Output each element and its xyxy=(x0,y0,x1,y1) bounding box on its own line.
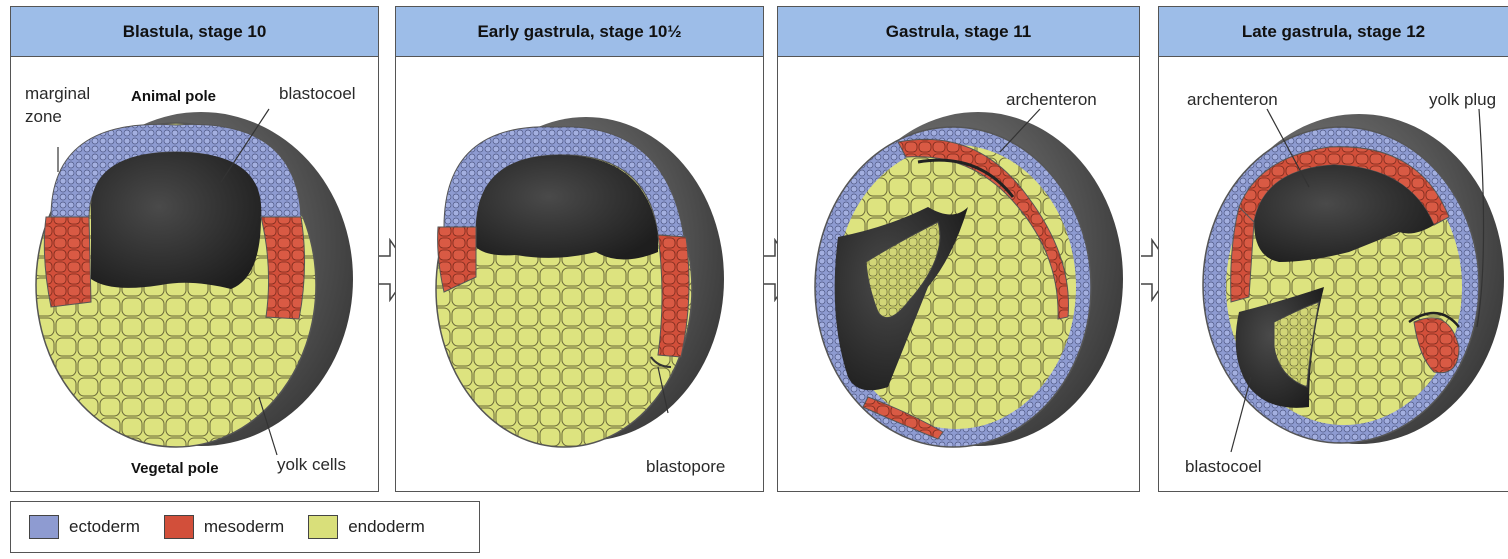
panel-title: Late gastrula, stage 12 xyxy=(1159,7,1508,57)
legend: ectoderm mesoderm endoderm xyxy=(10,501,480,553)
late-gastrula-diagram xyxy=(1159,57,1508,491)
panel-title: Gastrula, stage 11 xyxy=(778,7,1139,57)
label-archenteron: archenteron xyxy=(1187,90,1278,110)
embryo-cut-face xyxy=(36,123,316,447)
embryo-cut-face xyxy=(815,127,1091,447)
swatch-mesoderm xyxy=(164,515,194,539)
legend-label: ectoderm xyxy=(69,517,140,537)
legend-label: endoderm xyxy=(348,517,425,537)
blastula-diagram xyxy=(11,57,377,491)
label-yolk-cells: yolk cells xyxy=(277,455,346,475)
swatch-ectoderm xyxy=(29,515,59,539)
legend-item-endoderm: endoderm xyxy=(308,515,425,539)
label-blastocoel: blastocoel xyxy=(1185,457,1262,477)
label-archenteron: archenteron xyxy=(1006,90,1097,110)
label-yolk-plug: yolk plug xyxy=(1429,90,1496,110)
embryo-cut-face xyxy=(436,127,692,447)
gastrula-diagram xyxy=(778,57,1138,491)
legend-item-mesoderm: mesoderm xyxy=(164,515,284,539)
panel-early-gastrula: Early gastrula, stage 10½ blastopore xyxy=(395,6,764,492)
label-animal-pole: Animal pole xyxy=(131,87,216,107)
panel-late-gastrula: Late gastrula, stage 12 archenteron yolk… xyxy=(1158,6,1508,492)
embryo-cut-face xyxy=(1203,127,1479,443)
label-blastopore: blastopore xyxy=(646,457,725,477)
panel-gastrula: Gastrula, stage 11 archenteron xyxy=(777,6,1140,492)
label-vegetal-pole: Vegetal pole xyxy=(131,459,219,479)
legend-item-ectoderm: ectoderm xyxy=(29,515,140,539)
label-blastocoel: blastocoel xyxy=(279,84,356,104)
panel-title: Blastula, stage 10 xyxy=(11,7,378,57)
label-marginal: marginal xyxy=(25,84,90,104)
panel-title: Early gastrula, stage 10½ xyxy=(396,7,763,57)
label-zone: zone xyxy=(25,107,62,127)
swatch-endoderm xyxy=(308,515,338,539)
early-gastrula-diagram xyxy=(396,57,762,491)
panel-blastula: Blastula, stage 10 marginal zone Animal … xyxy=(10,6,379,492)
legend-label: mesoderm xyxy=(204,517,284,537)
